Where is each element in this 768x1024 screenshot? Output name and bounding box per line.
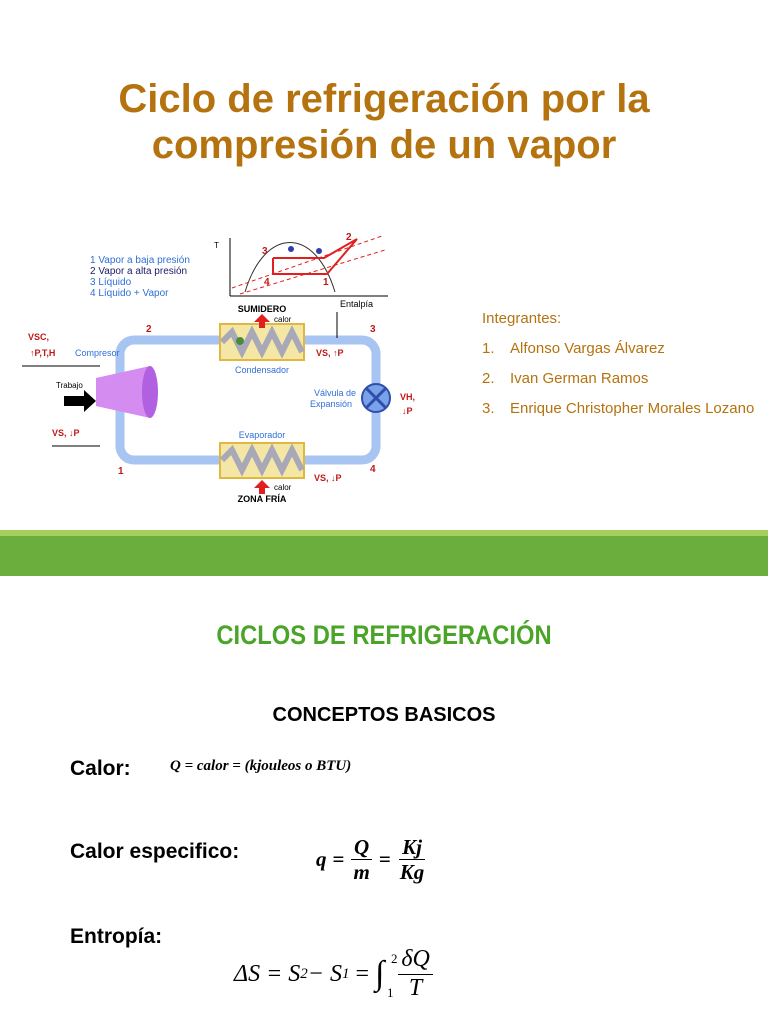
calor-bottom-label: calor [274, 483, 292, 492]
ts-point-2: 2 [346, 232, 352, 243]
axis-enthalpy-label: Entalpía [340, 299, 373, 309]
member-number: 2. [482, 370, 495, 387]
diagram-legend: 1 Vapor a baja presión 2 Vapor a alta pr… [90, 255, 190, 299]
vsc-sub-label: ↑P,T,H [30, 348, 55, 358]
calor-especifico-formula: q = Q m = Kj Kg [316, 835, 427, 884]
member-name: Alfonso Vargas Álvarez [510, 340, 665, 357]
frac-denominator-m: m [353, 860, 370, 885]
calor-especifico-label: Calor especifico: [70, 840, 240, 863]
refrigeration-cycle-diagram: 1 Vapor a baja presión 2 Vapor a alta pr… [22, 232, 415, 504]
legend-item-1: 1 Vapor a baja presión [90, 255, 190, 266]
expansion-valve: Válvula de Expansión [310, 383, 391, 413]
ts-point-1: 1 [323, 277, 329, 288]
ts-mini-chart: T Entalpía 3 2 4 1 [214, 232, 388, 309]
sumidero-label: SUMIDERO [238, 304, 287, 314]
frac-numerator-kj: Kj [399, 835, 425, 861]
entropy-mid: − S [307, 960, 342, 987]
frac-denominator-kg: Kg [399, 860, 425, 885]
entropy-sub-1: 1 [341, 965, 350, 982]
integral-lower: 1 [387, 985, 394, 1001]
member-name: Ivan German Ramos [510, 370, 649, 387]
member-number: 3. [482, 400, 495, 417]
node-numbers: 2 3 1 4 [118, 324, 376, 477]
title-slide: Ciclo de refrigeración por la compresión… [0, 76, 768, 504]
state-labels: VSC, ↑P,T,H VS, ↑P VH, ↓P VS, ↓P VS, ↓P [22, 312, 415, 483]
vs-down-left-label: VS, ↓P [52, 428, 80, 438]
trabajo-label: Trabajo [56, 381, 83, 390]
node-2: 2 [146, 324, 152, 335]
compressor: Compresor Trabajo [56, 348, 158, 418]
node-1: 1 [118, 466, 124, 477]
entropy-eq: = [349, 960, 376, 987]
calor-top-label: calor [274, 315, 292, 324]
slide-title: Ciclo de refrigeración por la compresión… [0, 76, 768, 168]
compressor-label: Compresor [75, 348, 120, 358]
axis-t-label: T [214, 241, 219, 250]
zona-fria-label: ZONA FRÍA [238, 494, 287, 504]
members-header: Integrantes: [482, 310, 562, 327]
integral-upper: 2 [391, 951, 398, 967]
node-4: 4 [370, 464, 376, 475]
concepts-subtitle: CONCEPTOS BASICOS [272, 704, 496, 726]
condenser: Condensador SUMIDERO calor [219, 304, 305, 375]
members-list: Integrantes: 1. Alfonso Vargas Álvarez 2… [482, 310, 762, 428]
evaporator: Evaporador calor ZONA FRÍA [219, 430, 305, 504]
frac-numerator-dq: δQ [398, 946, 433, 975]
vsc-label: VSC, [28, 332, 49, 342]
valve-label-1: Válvula de [314, 388, 356, 398]
fraction-q-m: Q m [350, 835, 373, 885]
fraction-dq-t: δQ T [398, 946, 433, 1002]
ts-point-4: 4 [264, 277, 270, 288]
concepts-slide: CICLOS DE REFRIGERACIÓN CONCEPTOS BASICO… [0, 576, 768, 1024]
title-line-2: compresión de un vapor [151, 123, 617, 167]
member-item: 1. Alfonso Vargas Álvarez [482, 338, 762, 359]
frac-numerator-q: Q [351, 835, 373, 861]
node-3: 3 [370, 324, 376, 335]
title-line-1: Ciclo de refrigeración por la [118, 77, 650, 121]
ts-point-3: 3 [262, 246, 268, 257]
entropy-lhs: ΔS = S [234, 960, 301, 987]
vs-down-right-label: VS, ↓P [314, 473, 342, 483]
member-item: 3. Enrique Christopher Morales Lozano [482, 398, 762, 419]
concepts-title: CICLOS DE REFRIGERACIÓN [216, 620, 552, 650]
entropia-label: Entropía: [70, 925, 163, 948]
fraction-kj-kg: Kj Kg [397, 835, 428, 884]
calor-formula: Q = calor = (kjouleos o BTU) [170, 758, 352, 774]
frac-denominator-t: T [408, 974, 423, 1001]
legend-item-4: 4 Líquido + Vapor [90, 288, 169, 299]
formula-q: q [316, 847, 327, 872]
calor-label: Calor: [70, 757, 131, 780]
divider-bar [0, 536, 768, 576]
legend-item-2: 2 Vapor a alta presión [90, 266, 187, 277]
condenser-label: Condensador [235, 365, 289, 375]
member-item: 2. Ivan German Ramos [482, 368, 762, 389]
vh-label: VH, [400, 392, 415, 402]
member-name: Enrique Christopher Morales Lozano [510, 400, 755, 417]
member-number: 1. [482, 340, 495, 357]
valve-label-2: Expansión [310, 399, 352, 409]
vs-up-label: VS, ↑P [316, 348, 344, 358]
legend-item-3: 3 Líquido [90, 277, 132, 288]
vh-sub-label: ↓P [402, 406, 413, 416]
entropy-sub-2: 2 [300, 965, 308, 982]
evaporator-label: Evaporador [239, 430, 286, 440]
divider-bar-light [0, 530, 768, 536]
